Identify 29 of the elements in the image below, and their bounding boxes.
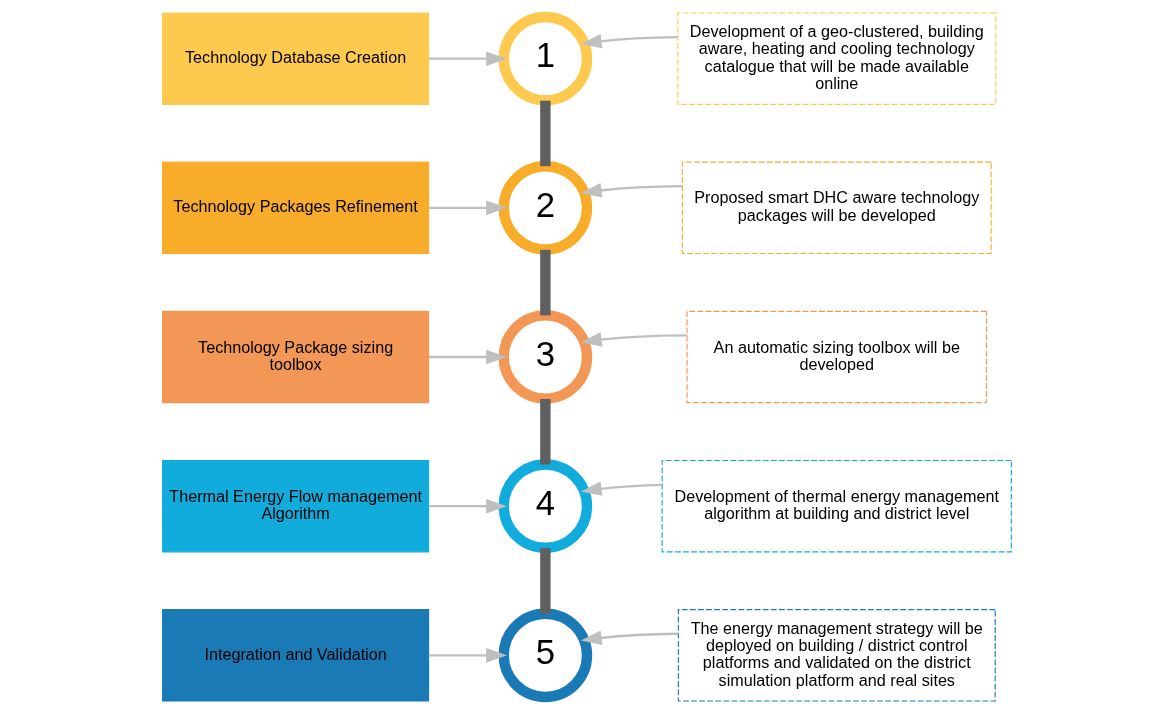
node-box: Technology Database Creation xyxy=(161,12,429,105)
node-box: Development of a geo-clustered, building aware, heating and cooling technology catalogue that will be made available online xyxy=(676,12,996,105)
connector xyxy=(539,249,551,316)
arrow xyxy=(428,349,507,365)
node-box: Thermal Energy Flow management Algorithm xyxy=(161,459,429,553)
arrow xyxy=(428,200,507,216)
node-circle: 2 xyxy=(498,161,592,255)
connector xyxy=(539,548,551,614)
node-box: Integration and Validation xyxy=(161,609,429,702)
arrow xyxy=(580,183,682,198)
arrow xyxy=(580,33,678,49)
arrow xyxy=(580,332,687,347)
connector xyxy=(539,399,551,465)
node-box: Technology Package sizing toolbox xyxy=(161,310,429,404)
node-box: Technology Packages Refinement xyxy=(161,161,429,255)
node-box: The energy management strategy will be deployed on building / district control platforms and validated on the district simulation platform and real sites xyxy=(677,609,996,702)
arrow xyxy=(580,481,662,496)
arrow xyxy=(428,51,507,66)
node-circle: 1 xyxy=(498,11,592,106)
arrow xyxy=(428,648,507,663)
arrow xyxy=(428,498,507,514)
connector xyxy=(539,100,551,167)
node-box: An automatic sizing toolbox will be developed xyxy=(685,310,987,404)
node-box: Development of thermal energy management algorithm at building and district level xyxy=(661,459,1012,553)
node-box: Proposed smart DHC aware technology packages will be developed xyxy=(681,161,992,255)
arrow xyxy=(580,630,678,646)
node-circle: 4 xyxy=(498,459,592,553)
node-circle: 5 xyxy=(498,608,592,703)
node-circle: 3 xyxy=(498,310,592,404)
